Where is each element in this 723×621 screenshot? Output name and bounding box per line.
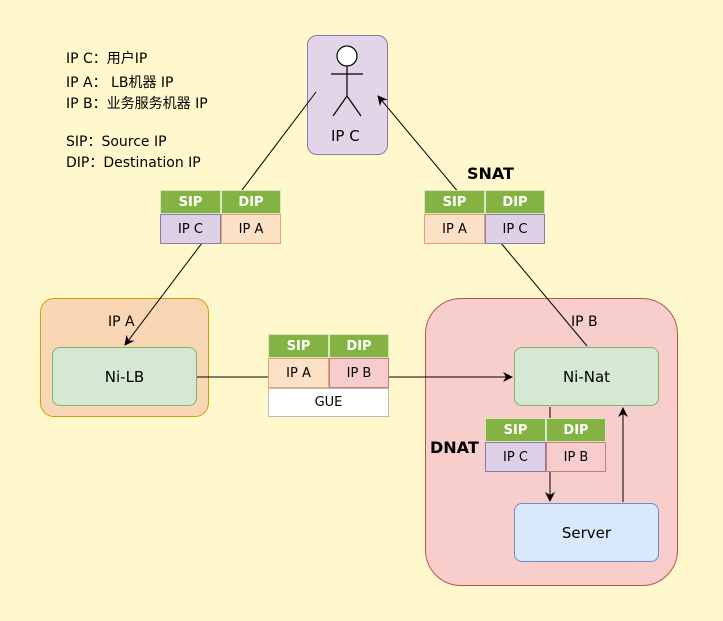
legend-ip-b: IP B：业务服务机器 IP [66,96,208,112]
sip-cell: IP C [160,214,221,244]
user-label: IP C [331,127,360,145]
dip-header: DIP [329,334,389,358]
packet-table-dnat: SIP DIP IP C IP B [485,418,606,472]
dip-cell: IP A [221,214,281,244]
sip-cell: IP A [424,214,485,244]
legend-ip-c: IP C：用户IP [66,51,148,67]
packet-table-client-to-lb: SIP DIP IP C IP A [160,190,281,244]
dnat-label: DNAT [430,438,479,457]
legend-ip-a: IP A： LB机器 IP [66,75,174,91]
sip-header: SIP [268,334,329,358]
dip-cell: IP B [546,442,606,472]
legend-sip: SIP：Source IP [66,134,167,150]
ni-lb-node: Ni-LB [52,347,197,406]
packet-table-gue: SIP DIP IP A IP B GUE [268,334,389,417]
sip-cell: IP A [268,358,329,388]
legend-dip: DIP：Destination IP [66,155,201,171]
sip-header: SIP [160,190,221,214]
server-node: Server [514,503,659,562]
snat-label: SNAT [467,164,514,183]
sip-header: SIP [485,418,546,442]
sip-cell: IP C [485,442,546,472]
gue-footer: GUE [268,388,389,417]
sip-header: SIP [424,190,485,214]
dip-header: DIP [221,190,281,214]
dip-cell: IP B [329,358,389,388]
zone-ip-a-label: IP A [108,314,135,330]
ni-nat-node: Ni-Nat [514,347,659,406]
dip-header: DIP [546,418,606,442]
dip-cell: IP C [485,214,545,244]
packet-table-snat: SIP DIP IP A IP C [424,190,545,244]
dip-header: DIP [485,190,545,214]
zone-ip-b-label: IP B [571,314,598,330]
